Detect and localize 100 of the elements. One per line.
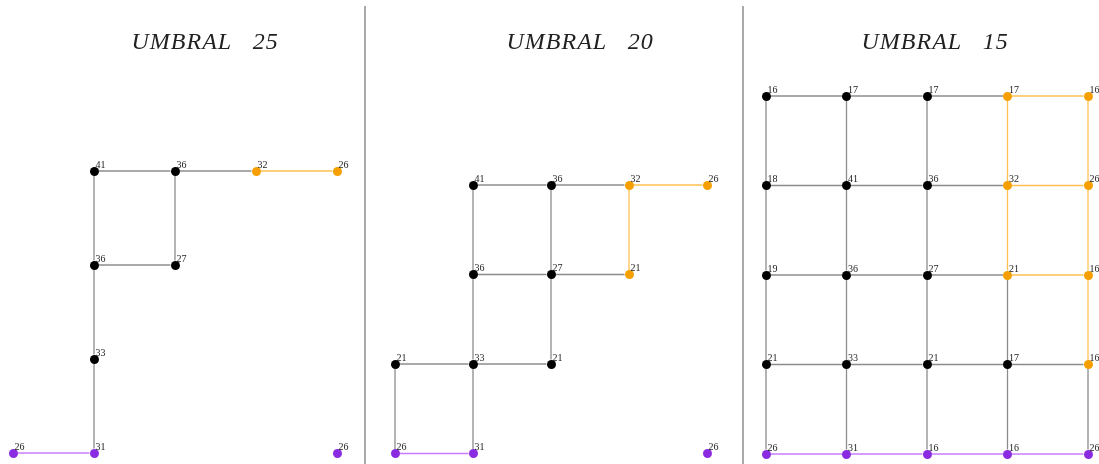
- edge-line: [930, 95, 1004, 97]
- edge-line: [930, 363, 1004, 366]
- panel-title: UMBRAL 25: [131, 28, 279, 55]
- edge-line: [1011, 95, 1085, 97]
- node-value: 26: [708, 442, 719, 452]
- node-value: 21: [1009, 263, 1019, 274]
- edge-line: [476, 363, 548, 365]
- edge-line: [174, 174, 176, 262]
- edge-line: [398, 363, 470, 365]
- edge-line: [1006, 99, 1009, 182]
- node-value: 26: [14, 441, 25, 452]
- node-value: 31: [95, 441, 106, 452]
- edge-line: [926, 278, 928, 361]
- edge-line: [769, 274, 843, 276]
- edge-line: [926, 99, 928, 182]
- edge-line: [850, 274, 924, 276]
- edge-line: [769, 184, 843, 187]
- edge-line: [1011, 184, 1085, 187]
- edge-line: [1011, 274, 1085, 276]
- edge-line: [16, 452, 91, 454]
- edge-line: [765, 278, 767, 361]
- node-value: 41: [474, 173, 485, 184]
- edge-line: [476, 273, 548, 276]
- node-value: 26: [338, 159, 349, 170]
- edge-line: [1006, 278, 1009, 361]
- node-value: 33: [848, 353, 858, 363]
- edge-line: [472, 278, 474, 361]
- edge-line: [845, 278, 848, 361]
- node-value: 27: [928, 263, 939, 274]
- edge-line: [850, 95, 924, 97]
- node-value: 32: [1009, 174, 1019, 184]
- node-value: 36: [474, 263, 485, 273]
- edge-line: [769, 95, 843, 97]
- edge-line: [926, 368, 928, 451]
- node-value: 16: [1009, 442, 1019, 453]
- node-value: 41: [95, 159, 106, 170]
- edge-line: [554, 184, 626, 186]
- edge-line: [97, 170, 172, 172]
- node-value: 32: [630, 173, 641, 184]
- edge-line: [850, 363, 924, 366]
- edge-line: [1006, 189, 1009, 272]
- edge-line: [628, 188, 630, 271]
- node-value: 36: [848, 263, 858, 274]
- edge-line: [632, 184, 704, 186]
- node-value: 31: [848, 442, 858, 453]
- node-value: 16: [1089, 353, 1099, 363]
- node-value: 33: [474, 352, 485, 363]
- node-value: 17: [848, 84, 858, 95]
- node-value: 36: [176, 159, 187, 170]
- node-value: 26: [767, 442, 778, 453]
- edge-line: [845, 368, 848, 451]
- edge-line: [472, 367, 474, 450]
- node-value: 33: [95, 347, 106, 358]
- edge-line: [550, 188, 552, 271]
- node-value: 21: [630, 263, 641, 273]
- edge-line: [93, 268, 95, 356]
- node-value: 17: [928, 84, 939, 95]
- edge-line: [850, 453, 924, 455]
- edge-line: [1087, 99, 1089, 182]
- edge-line: [476, 184, 548, 186]
- node-value: 36: [552, 173, 563, 184]
- node-value: 26: [338, 441, 349, 452]
- node-value: 16: [767, 84, 778, 95]
- node-value: 27: [552, 263, 563, 273]
- node-value: 27: [176, 253, 187, 264]
- edge-line: [394, 367, 396, 450]
- edge-line: [930, 184, 1004, 187]
- node-value: 21: [767, 353, 778, 363]
- edge-line: [97, 264, 172, 266]
- panel-title: UMBRAL 15: [861, 28, 1009, 55]
- node-value: 41: [848, 174, 858, 184]
- node-value: 26: [396, 442, 407, 452]
- node-value: 19: [767, 263, 778, 274]
- edge-line: [845, 99, 848, 182]
- node-value: 17: [1009, 353, 1019, 363]
- edge-line: [1087, 189, 1089, 272]
- node-value: 31: [474, 442, 485, 452]
- edge-line: [259, 170, 334, 172]
- node-value: 16: [1089, 84, 1099, 95]
- edge-line: [850, 184, 924, 187]
- edge-line: [845, 189, 848, 272]
- edge-line: [93, 174, 95, 262]
- node-value: 21: [928, 353, 939, 363]
- node-value: 26: [1089, 174, 1099, 184]
- edge-line: [926, 189, 928, 272]
- edge-line: [472, 188, 474, 271]
- edge-line: [765, 99, 767, 182]
- node-value: 16: [928, 442, 939, 453]
- node-value: 32: [257, 159, 268, 170]
- edge-line: [765, 189, 767, 272]
- node-value: 17: [1009, 84, 1019, 95]
- node-value: 18: [767, 174, 778, 184]
- node-value: 21: [552, 352, 563, 363]
- edge-line: [1011, 363, 1085, 366]
- node-value: 26: [708, 173, 719, 184]
- edge-line: [550, 278, 552, 361]
- edge-line: [1006, 368, 1009, 451]
- edge-line: [769, 453, 843, 455]
- edge-line: [769, 363, 843, 366]
- edge-line: [1087, 278, 1089, 361]
